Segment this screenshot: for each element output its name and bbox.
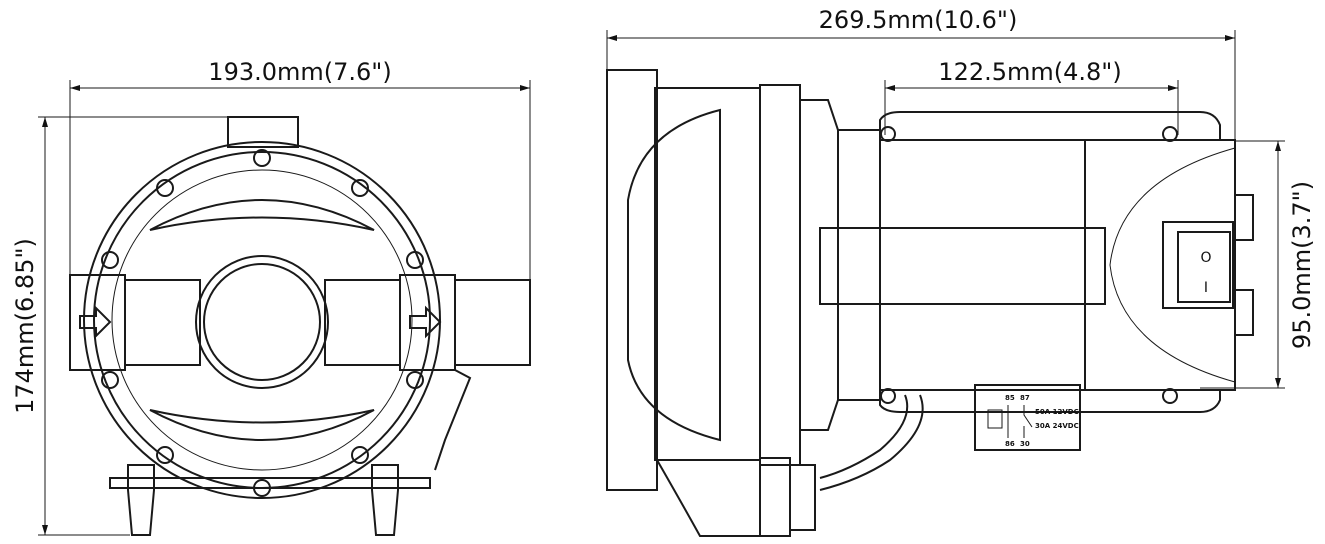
- side-height-dimension: 95.0mm(3.7"): [1200, 140, 1316, 389]
- switch-on-label: I: [1204, 280, 1208, 296]
- inlet-arrow-icon: [79, 305, 112, 339]
- relay-pin-30: 30: [1020, 440, 1030, 448]
- mount-spacing-label: 122.5mm(4.8"): [938, 58, 1121, 86]
- switch-off-label: O: [1200, 250, 1211, 266]
- relay-label: 85 87 86 30 50A 12VDC 30A 24VDC: [974, 384, 1081, 451]
- side-length-dimension: 269.5mm(10.6"): [606, 6, 1236, 140]
- front-width-label: 193.0mm(7.6"): [208, 58, 391, 86]
- side-height-label: 95.0mm(3.7"): [1288, 181, 1316, 349]
- bolts: [101, 149, 424, 497]
- outlet-arrow-icon: [409, 305, 442, 339]
- front-width-dimension: 193.0mm(7.6"): [69, 58, 531, 280]
- relay-pin-87: 87: [1020, 394, 1030, 402]
- side-view: 269.5mm(10.6") 122.5mm(4.8") 95.0mm(3.7"…: [606, 6, 1316, 537]
- front-height-dimension: 174mm(6.85"): [11, 116, 230, 536]
- relay-rating-24v: 30A 24VDC: [1035, 422, 1079, 430]
- mount-spacing-dimension: 122.5mm(4.8"): [884, 58, 1179, 135]
- relay-pin-85: 85: [1005, 394, 1015, 402]
- relay-pin-86: 86: [1005, 440, 1015, 448]
- front-view: 193.0mm(7.6") 174mm(6.85"): [11, 58, 531, 536]
- side-length-label: 269.5mm(10.6"): [819, 6, 1018, 34]
- front-height-label: 174mm(6.85"): [11, 238, 39, 414]
- relay-rating-12v: 50A 12VDC: [1035, 408, 1079, 416]
- rocker-switch: O I: [1162, 221, 1234, 309]
